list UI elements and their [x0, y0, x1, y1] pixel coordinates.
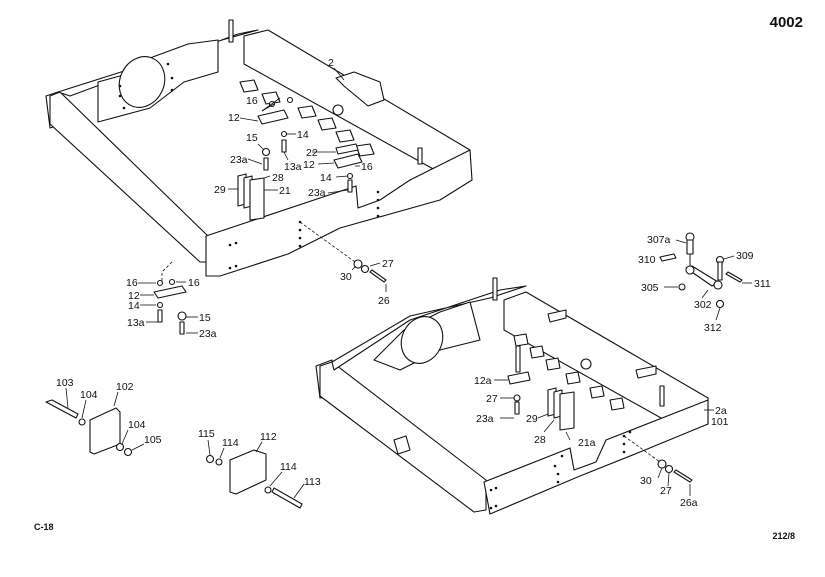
label-14: 14: [297, 129, 309, 141]
label-26a: 26a: [680, 497, 698, 509]
figure-number: 4002: [769, 14, 803, 31]
detail-left: 16 16 12 14 13a 15 23a: [126, 261, 217, 340]
label-105: 105: [144, 434, 162, 446]
label-30: 30: [340, 271, 352, 283]
bolt-26-upper: [369, 269, 387, 283]
label-113: 113: [304, 476, 321, 488]
frame-lower-bracket: [393, 435, 411, 455]
label-21a: 21a: [578, 437, 596, 449]
label-detail-12: 12: [128, 290, 140, 302]
weight-112: [229, 449, 267, 495]
frame-lower: 2a 101 12a 27 23a 29 28 21a 30 27 26a: [315, 277, 729, 515]
label-12: 12: [228, 112, 240, 124]
reference-number: 212/8: [772, 531, 795, 541]
frame-upper-block-2: [335, 71, 385, 107]
label-114a: 114: [222, 437, 239, 449]
label-22: 22: [306, 147, 318, 159]
label-detail-16b: 16: [188, 277, 200, 289]
label-12b: 12: [303, 159, 315, 171]
label-detail-15: 15: [199, 312, 211, 324]
label-13a: 13a: [284, 161, 302, 173]
frame-lower-front-beam: [483, 399, 709, 515]
label-27-lower-a: 27: [486, 393, 498, 405]
label-2: 2: [328, 57, 334, 69]
plate-12-upper-a: [257, 109, 289, 125]
label-27: 27: [382, 258, 394, 270]
label-21: 21: [279, 185, 291, 197]
weight-102: [89, 407, 121, 455]
label-28-lower: 28: [534, 434, 546, 446]
block-21-upper: [249, 177, 265, 221]
frame-upper-tooth-row: [239, 79, 423, 165]
label-27-lower-b: 27: [660, 485, 672, 497]
label-detail-23a: 23a: [199, 328, 217, 340]
frame-upper-circle-opening: [118, 56, 166, 108]
label-detail-14: 14: [128, 300, 140, 312]
label-16b: 16: [361, 161, 373, 173]
frame-lower-circle-opening: [400, 316, 444, 364]
label-30-lower: 30: [640, 475, 652, 487]
bracket-22: [335, 143, 359, 155]
page-code: C-18: [34, 522, 54, 532]
label-12a: 12a: [474, 375, 492, 387]
weight-assembly-a: 103 104 102 104 105: [45, 377, 162, 457]
label-103: 103: [56, 377, 74, 389]
label-305: 305: [641, 282, 659, 294]
label-23a-lower: 23a: [476, 413, 494, 425]
weight-assembly-b: 115 114 112 114 113: [198, 428, 321, 509]
label-310: 310: [638, 254, 656, 266]
frame-upper-left-beam: [49, 91, 211, 263]
bolt-103: [45, 399, 79, 419]
label-29: 29: [214, 184, 226, 196]
label-104a: 104: [80, 389, 98, 401]
label-14b: 14: [320, 172, 332, 184]
frame-upper: 2 16 12 15 14 23a 13a 28 29 21 22 12 16 …: [45, 19, 473, 307]
label-101: 101: [711, 416, 729, 428]
label-16: 16: [246, 95, 258, 107]
frame-upper-leaders: [228, 67, 387, 292]
frame-lower-holes: [489, 430, 632, 510]
label-114b: 114: [280, 461, 297, 473]
label-26: 26: [378, 295, 390, 307]
label-28: 28: [272, 172, 284, 184]
frame-upper-post: [228, 19, 234, 43]
label-23a-b: 23a: [308, 187, 326, 199]
label-15: 15: [246, 132, 258, 144]
frame-upper-front-beam: [205, 149, 473, 277]
label-312: 312: [704, 322, 722, 334]
washer-27-upper: [360, 264, 370, 274]
label-detail-13a: 13a: [127, 317, 145, 329]
plate-12-upper-b: [333, 153, 363, 169]
label-311: 311: [754, 278, 771, 290]
linkage-assembly: 307a 310 309 305 311 302 312: [638, 232, 771, 334]
label-29-lower: 29: [526, 413, 538, 425]
plate-12-detail: [153, 285, 187, 299]
label-115: 115: [198, 428, 215, 440]
plate-12a: [507, 371, 531, 385]
frame-lower-right-beam: [503, 291, 709, 433]
label-104b: 104: [128, 419, 146, 431]
label-2a: 2a: [715, 405, 727, 417]
label-102: 102: [116, 381, 134, 393]
label-302: 302: [694, 299, 712, 311]
frame-lower-rear-beam: [331, 285, 527, 371]
block-21a: [559, 391, 575, 431]
label-23a: 23a: [230, 154, 248, 166]
bolt-113: [271, 487, 303, 509]
label-112: 112: [260, 431, 277, 443]
label-detail-16a: 16: [126, 277, 138, 289]
label-309: 309: [736, 250, 754, 262]
label-307a: 307a: [647, 234, 671, 246]
frame-lower-tooth-row: [513, 333, 625, 411]
